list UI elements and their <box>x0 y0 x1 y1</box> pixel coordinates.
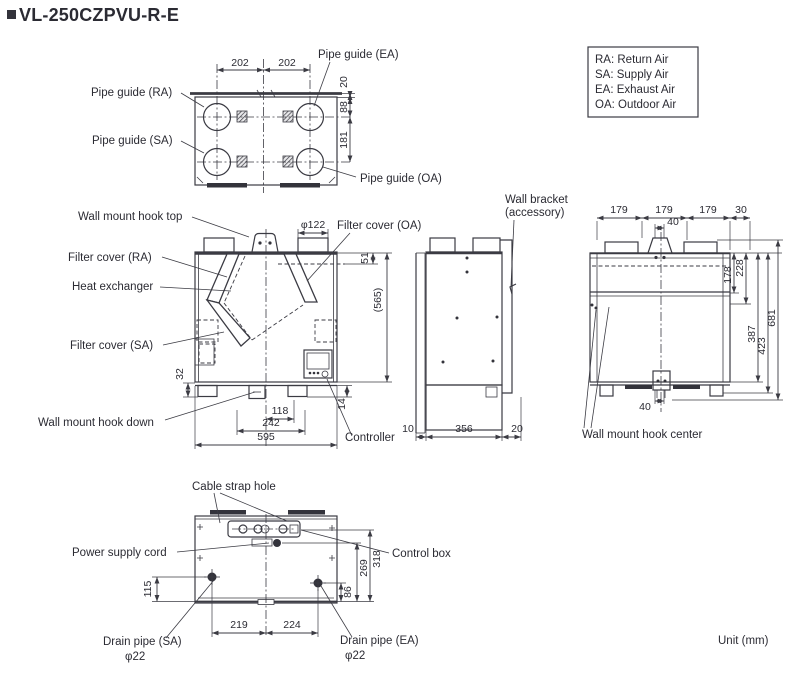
dim-387: 387 <box>746 325 758 343</box>
label-pipe-guide-ra: Pipe guide (RA) <box>91 87 172 99</box>
legend-item-sa: SA: Supply Air <box>595 69 669 81</box>
label-filter-cover-sa: Filter cover (SA) <box>70 340 153 352</box>
legend-item-oa: OA: Outdoor Air <box>595 99 676 111</box>
label-filter-cover-ra: Filter cover (RA) <box>68 252 152 264</box>
dim-118: 118 <box>272 405 289 417</box>
dim-88: 88 <box>338 101 350 113</box>
label-wall-mount-hook-center: Wall mount hook center <box>582 429 703 441</box>
label-wall-mount-hook-down: Wall mount hook down <box>38 417 154 429</box>
label-drain-pipe-sa-dia: φ22 <box>125 651 145 663</box>
label-heat-exchanger: Heat exchanger <box>72 281 153 293</box>
dim-224: 224 <box>283 619 301 631</box>
controller-box <box>303 349 333 379</box>
side-view: 10 356 20 Wall bracket (accessory) <box>402 194 569 441</box>
dim-202-right: 202 <box>278 57 296 69</box>
dim-30: 30 <box>735 204 747 216</box>
dim-32: 32 <box>174 368 186 380</box>
dim-14: 14 <box>336 398 348 410</box>
legend-box: RA: Return Air SA: Supply Air EA: Exhaus… <box>587 46 699 118</box>
label-drain-pipe-ea: Drain pipe (EA) <box>340 635 419 647</box>
wall-mount-hook-center-shape <box>652 370 671 391</box>
cable-strap-strip <box>227 520 301 538</box>
legend-item-ra: RA: Return Air <box>595 54 669 66</box>
dim-179-2: 179 <box>655 204 673 216</box>
wall-mount-hook-down-shape <box>248 384 266 400</box>
dim-phi122: φ122 <box>301 219 325 231</box>
drain-pipe-ea-dot <box>310 575 326 591</box>
dim-10: 10 <box>402 423 414 435</box>
rear-view-body <box>589 252 731 383</box>
dim-86: 86 <box>342 586 354 598</box>
dim-595: 595 <box>257 431 275 443</box>
dim-178: 178 <box>722 266 734 284</box>
dim-228: 228 <box>734 259 746 277</box>
label-cable-strap-hole: Cable strap hole <box>192 481 276 493</box>
filter-cover-oa-band <box>283 253 318 303</box>
legend-item-ea: EA: Exhaust Air <box>595 84 675 96</box>
heat-exchanger-band-lower-left <box>205 298 251 347</box>
label-control-box: Control box <box>392 548 451 560</box>
dim-423: 423 <box>756 337 768 355</box>
label-power-supply-cord: Power supply cord <box>72 547 167 559</box>
dim-20: 20 <box>338 76 350 88</box>
dim-565: (565) <box>372 288 384 313</box>
page-title: VL-250CZPVU-R-E <box>19 5 179 25</box>
label-pipe-guide-sa: Pipe guide (SA) <box>92 135 173 147</box>
dim-356: 356 <box>455 423 473 435</box>
top-view: 202 202 20 88 181 Pipe guide (RA) Pipe g… <box>91 49 442 193</box>
bottom-view: 115 86 269 318 219 224 Cable strap hole … <box>72 481 451 663</box>
label-filter-cover-oa: Filter cover (OA) <box>337 220 422 232</box>
dim-269: 269 <box>358 559 370 577</box>
power-cord-exit <box>273 539 281 547</box>
dim-318: 318 <box>371 550 383 568</box>
drain-pipe-sa-dot <box>204 569 220 585</box>
title-bullet-icon <box>7 10 16 19</box>
dim-179-1: 179 <box>610 204 628 216</box>
label-wall-mount-hook-top: Wall mount hook top <box>78 211 182 223</box>
heat-exchanger-band-upper-left <box>206 253 240 304</box>
dim-20: 20 <box>511 423 523 435</box>
label-pipe-guide-oa: Pipe guide (OA) <box>360 173 442 185</box>
label-pipe-guide-ea: Pipe guide (EA) <box>318 49 399 61</box>
label-wall-bracket-line1: Wall bracket <box>505 194 569 206</box>
dim-181: 181 <box>338 131 350 149</box>
dim-bottom-40: 40 <box>639 401 651 413</box>
dim-51: 51 <box>359 252 371 264</box>
dim-115: 115 <box>142 580 154 597</box>
wall-mount-hook-center-top-shape <box>647 237 673 254</box>
rear-view: 179 179 179 30 40 178 228 387 423 681 40… <box>582 204 783 441</box>
dim-202-left: 202 <box>231 57 249 69</box>
label-drain-pipe-ea-dia: φ22 <box>345 650 365 662</box>
top-view-body <box>194 96 338 186</box>
dim-179-3: 179 <box>699 204 717 216</box>
front-view: φ122 51 (565) 32 14 118 242 595 Wall mou… <box>38 211 422 449</box>
dim-top-40: 40 <box>667 216 679 228</box>
wall-bracket-hook-shape <box>509 283 517 295</box>
label-controller: Controller <box>345 432 395 444</box>
title: VL-250CZPVU-R-E <box>7 5 179 25</box>
unit-note: Unit (mm) <box>718 635 769 647</box>
label-drain-pipe-sa: Drain pipe (SA) <box>103 636 182 648</box>
dim-219: 219 <box>230 619 248 631</box>
side-front-panel <box>500 239 513 394</box>
dim-242: 242 <box>262 417 280 429</box>
dim-681: 681 <box>766 309 778 327</box>
label-wall-bracket-line2: (accessory) <box>505 207 565 219</box>
wall-mount-hook-top-shape <box>251 232 279 253</box>
side-view-body <box>425 251 503 386</box>
